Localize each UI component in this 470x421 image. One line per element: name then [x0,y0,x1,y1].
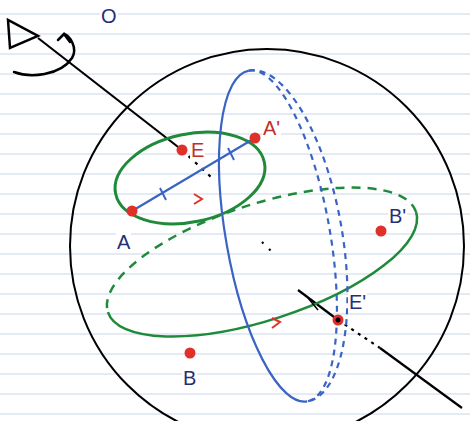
direction-arrows [194,194,280,328]
chord-line [132,138,255,211]
point-label: E' [348,292,367,312]
eye-symbol [8,20,74,75]
points [127,133,387,359]
great-circle [198,59,371,410]
point-label: B' [388,206,407,226]
point-label: E [190,140,205,160]
observer-label: O [100,6,118,26]
tick-mark [308,298,318,310]
ruled-lines [0,14,470,414]
point-label: B [182,368,197,388]
sphere-outline [70,49,464,421]
point-label: A [116,232,131,252]
small-circle [107,119,274,237]
large-circle [90,157,434,367]
point-center [336,318,341,323]
point-label: A' [262,118,281,138]
